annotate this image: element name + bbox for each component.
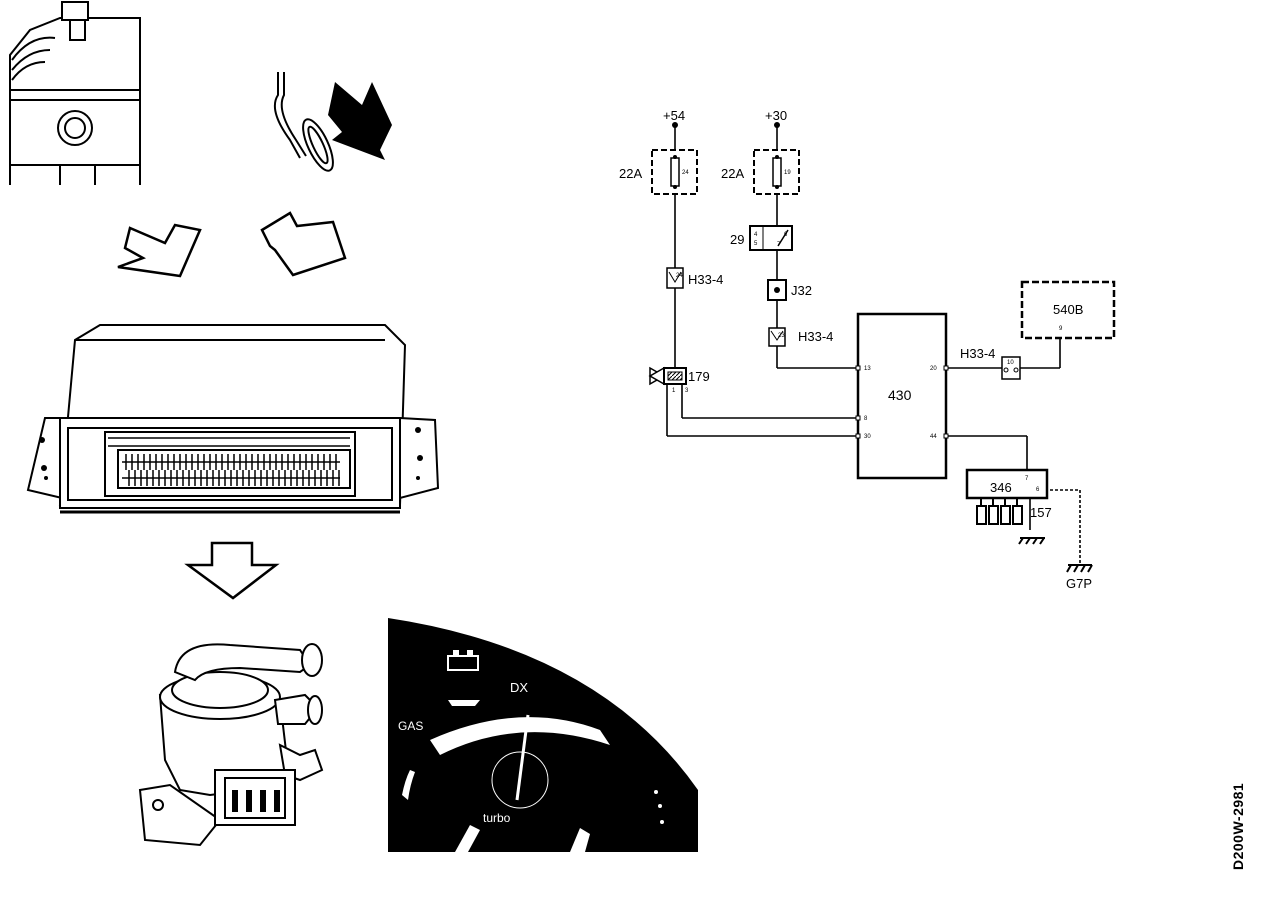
gauge-label-dx: DX [510,680,528,695]
relay-pin-6: 6 [784,232,788,238]
supply-node-right [774,122,780,128]
ignition-coils-157 [976,498,1045,545]
gauge-label-gas: GAS [398,719,423,733]
coils-id: 157 [1030,505,1052,520]
connector-h33-left [666,267,684,289]
connector-h33-mid [768,327,786,347]
fuse-box-left [651,149,698,195]
ecu-mount-holes [39,427,423,480]
connector-right-pin: 10 [1007,360,1014,366]
connector-left-pin: 24 [676,273,683,279]
wires [666,125,1081,565]
gauge-label-turbo: turbo [483,811,511,825]
connector-right-id: H33-4 [960,346,995,361]
module-346-pin-7: 7 [1025,476,1029,482]
valve-connector-pins [232,790,280,812]
connector-mid-id: H33-4 [798,329,833,344]
junction-j32 [767,279,787,301]
relay-pin-4: 4 [754,232,758,238]
supply-node-left [672,122,678,128]
instrument-gauge-panel [388,618,698,852]
engine-head-illustration [9,1,141,185]
ground-id: G7P [1066,576,1092,591]
component-179 [648,366,687,386]
junction-id: J32 [791,283,812,298]
relay-pin-7: 7 [777,242,781,248]
flow-arrow-left-icon [117,223,202,278]
flow-arrow-down-icon [184,541,280,600]
control-unit-pin-13: 13 [864,366,871,372]
fuse-right-id: 22A [721,166,744,181]
control-unit-pin-44: 44 [930,434,937,440]
control-unit-430 [855,312,949,480]
fuse-right-pin: 19 [784,170,791,176]
relay-29 [749,225,793,251]
ecu-connector-pins [108,437,350,486]
relay-pin-5: 5 [754,241,758,247]
module-346-id: 346 [990,480,1012,495]
module-540b-pin: 9 [1059,326,1063,332]
module-540b-id: 540B [1053,302,1083,317]
component-179-pin-3: 3 [685,388,689,394]
fuse-left-id: 22A [619,166,642,181]
flow-arrow-right-icon [260,211,347,277]
ecu-control-unit-illustration [26,324,440,514]
document-id: D200W-2981 [1230,782,1246,870]
component-179-pin-1: 1 [672,388,676,394]
relay-id: 29 [730,232,744,247]
control-unit-pin-8: 8 [864,416,868,422]
solenoid-valve-illustration [138,643,324,847]
ground-symbol [1066,564,1093,573]
control-unit-id: 430 [888,387,912,403]
fuse-box-right [753,149,800,195]
module-540b [1020,280,1116,340]
control-unit-pin-20: 20 [930,366,937,372]
connector-h33-right [1001,356,1021,380]
module-346 [965,468,1049,500]
module-346-pin-6: 6 [1036,487,1040,493]
supply-label-left: +54 [663,108,685,123]
sensor-clip-illustration [274,72,334,172]
fuse-left-pin: 24 [682,170,689,176]
component-179-id: 179 [688,369,710,384]
connector-left-id: H33-4 [688,272,723,287]
pointer-arrow-icon [328,82,392,160]
control-unit-pin-30: 30 [864,434,871,440]
connector-mid-pin: 23 [778,333,785,339]
supply-label-right: +30 [765,108,787,123]
